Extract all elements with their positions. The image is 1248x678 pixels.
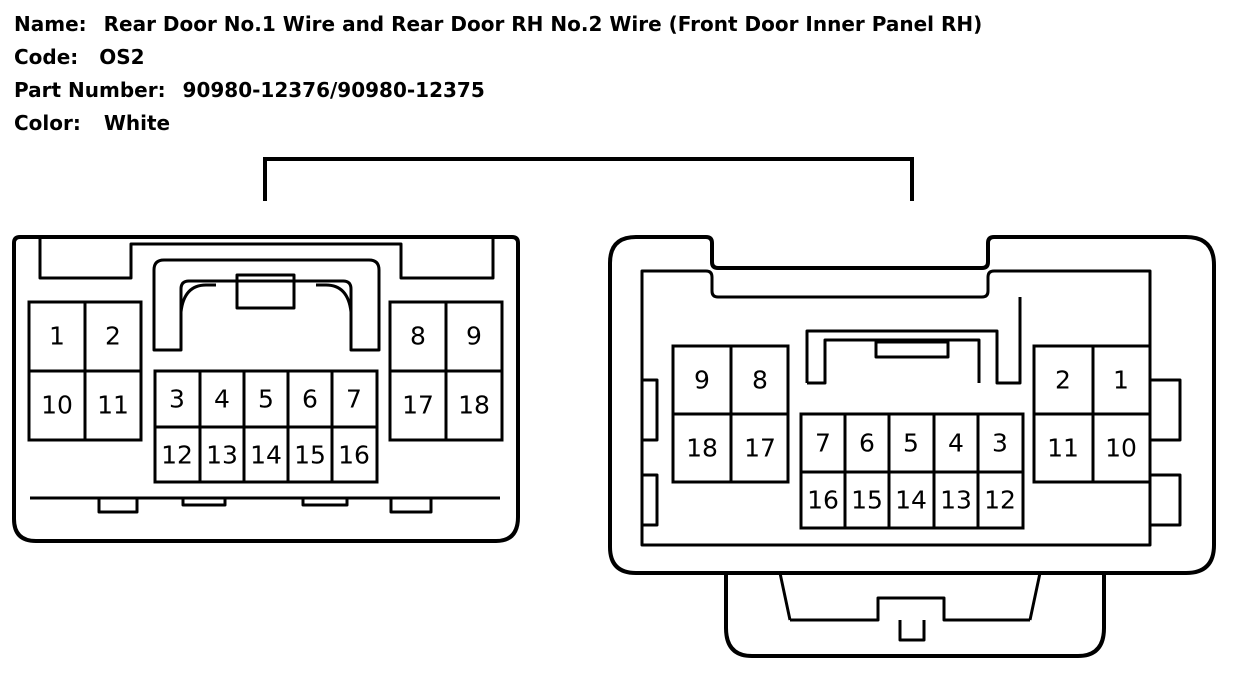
pin-label: 16 [807, 486, 839, 515]
name-value: Rear Door No.1 Wire and Rear Door RH No.… [103, 12, 983, 36]
right-connector-latch [805, 297, 1022, 385]
pin-label: 12 [984, 486, 1016, 515]
pin-label: 9 [466, 322, 482, 351]
left-connector-housing [12, 235, 520, 543]
part-number-row: Part Number: 90980-12376/90980-12375 [14, 74, 982, 107]
left-connector-bottom-detail [97, 498, 433, 514]
pin-label: 13 [206, 441, 238, 470]
part-number-label: Part Number: [14, 78, 166, 102]
pin-label: 11 [97, 391, 129, 420]
pin-label: 17 [402, 391, 434, 420]
pin-label: 15 [851, 486, 883, 515]
pin-label: 2 [1055, 366, 1071, 395]
pin-label: 2 [105, 322, 121, 351]
right-connector-housing [608, 235, 1216, 575]
pin-label: 3 [169, 385, 185, 414]
part-number-value: 90980-12376/90980-12375 [182, 78, 485, 102]
left-connector-latch-tab [235, 273, 296, 310]
right-connector-latch-left [807, 338, 981, 385]
pin-label: 14 [250, 441, 282, 470]
left-connector-latch-hook-left [179, 283, 216, 313]
left-connector-pins [27, 300, 504, 484]
pin-label: 18 [686, 434, 718, 463]
pin-label: 9 [694, 366, 710, 395]
pin-label: 7 [346, 385, 362, 414]
right-connector-side-slots [642, 378, 1182, 527]
pin-label: 13 [940, 486, 972, 515]
pin-label: 3 [992, 429, 1008, 458]
color-label: Color: [14, 111, 81, 135]
color-value: White [103, 111, 171, 135]
pin-label: 10 [41, 391, 73, 420]
left-connector-latch-outer [152, 258, 381, 352]
pin-label: 5 [258, 385, 274, 414]
left-connector-latch-hook-right [316, 283, 353, 313]
pin-label: 11 [1047, 434, 1079, 463]
right-connector-pins [671, 344, 1152, 530]
left-connector-pin-labels: 1 2 10 11 3 4 5 6 7 12 13 14 15 16 8 9 1… [41, 322, 490, 470]
name-row: Name: Rear Door No.1 Wire and Rear Door … [14, 8, 982, 41]
pin-label: 6 [859, 429, 875, 458]
pin-label: 14 [895, 486, 927, 515]
left-connector [12, 235, 520, 543]
pin-label: 18 [458, 391, 490, 420]
pin-label: 15 [294, 441, 326, 470]
left-connector-top-rail [38, 239, 495, 280]
right-connector-inner-frame [640, 269, 1152, 547]
right-connector-lock-base [724, 573, 1106, 658]
code-label: Code: [14, 45, 79, 69]
pin-label: 6 [302, 385, 318, 414]
connector-info: Name: Rear Door No.1 Wire and Rear Door … [14, 8, 982, 140]
pin-label: 4 [214, 385, 230, 414]
code-value: OS2 [99, 45, 145, 69]
pin-label: 1 [49, 322, 65, 351]
code-row: Code: OS2 [14, 41, 982, 74]
pin-label: 10 [1105, 434, 1137, 463]
connector-link-bracket [263, 157, 914, 201]
pin-label: 4 [948, 429, 964, 458]
pin-label: 7 [815, 429, 831, 458]
pin-label: 12 [161, 441, 193, 470]
right-connector-latch-tab [874, 340, 950, 359]
pin-label: 16 [338, 441, 370, 470]
color-row: Color: White [14, 107, 982, 140]
pin-label: 17 [744, 434, 776, 463]
pin-label: 5 [903, 429, 919, 458]
name-label: Name: [14, 12, 87, 36]
right-connector [608, 235, 1216, 658]
pin-label: 8 [410, 322, 426, 351]
right-connector-pin-labels: 9 8 18 17 7 6 5 4 3 16 15 14 13 12 2 1 1… [686, 366, 1137, 515]
pin-label: 8 [752, 366, 768, 395]
pin-label: 1 [1113, 366, 1129, 395]
right-connector-lock-tab [778, 572, 1042, 642]
